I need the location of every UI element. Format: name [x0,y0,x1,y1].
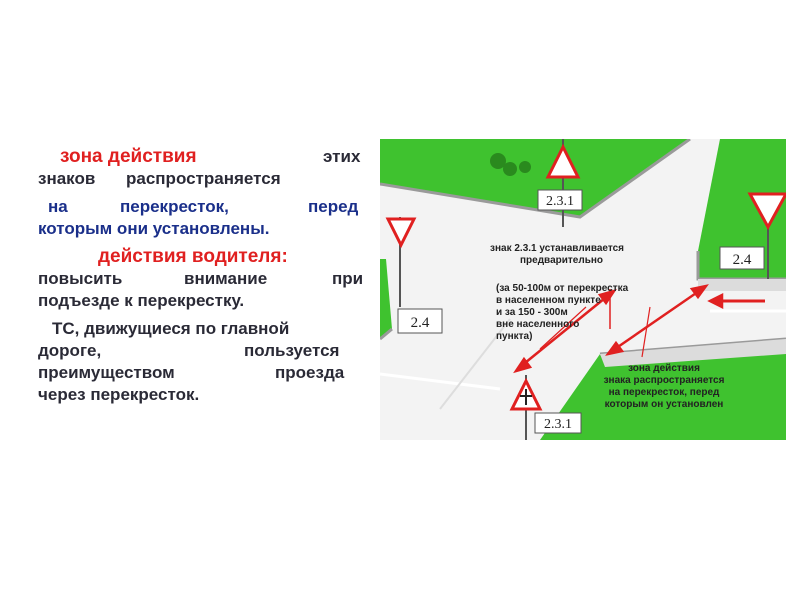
text-word: при [332,269,364,288]
note-line: на перекресток, перед [609,387,720,398]
text-word: внимание [184,269,268,288]
note-line: которым он установлен [605,399,724,410]
driver-actions-heading: действия водителя: [98,246,288,267]
bush-icon [519,161,531,173]
yield-sign-icon [747,192,786,231]
note-line: и за 150 - 300м [496,307,568,318]
warning-sign-icon [545,143,581,179]
intersection-illustration: 2.3.1 2.4 2.4 2.3.1 [380,139,786,440]
sidewalk-right [698,279,786,291]
note-line: знак 2.3.1 устанавливается [490,243,624,254]
grass-left [380,259,392,339]
text-line: через перекресток. [38,385,200,404]
arrowhead [605,340,625,356]
sign-label-2-4: 2.4 [411,315,430,331]
grass-top-right [698,139,786,279]
sign-label-2-3-1: 2.3.1 [544,417,572,432]
lane-mark [439,318,511,410]
sign-label-2-3-1: 2.3.1 [546,194,574,209]
arrow-line [519,293,611,368]
text-line: подъезде к перекрестку. [38,291,245,310]
curb-left [380,327,393,341]
text-word: перекресток, [120,197,229,216]
arrow-line [611,287,703,353]
bush-icon [490,153,506,169]
arrowhead [513,356,533,374]
yield-sign-icon [385,217,417,249]
sign-label-2-4: 2.4 [733,252,752,268]
zone-heading: зона действия [60,146,197,167]
pointer-line [539,306,587,350]
note-line: вне населенного [496,319,579,330]
sign-plate [397,308,443,334]
text-word: дороге, [38,341,102,360]
arrowhead [689,284,709,300]
grass-top-left [380,139,690,217]
text-word: преимуществом [38,363,175,382]
text-word: этих [323,147,361,166]
bush-icon [503,162,517,176]
grass-bottom-right [540,339,786,440]
note-line: предварительно [520,255,603,266]
note-line: в населенном пункте [496,295,601,306]
distance-arrows [513,284,765,374]
text-word: повысить [38,269,123,288]
note-bottom: зона действия знака распространяется на … [604,363,725,410]
note-line: знака распространяется [604,375,725,386]
text-word: перед [308,197,359,216]
text-word: на [48,197,68,216]
explanation-text: зона действия этих знаков распространяет… [38,146,372,406]
text-word: знаков [38,169,96,188]
note-top: знак 2.3.1 устанавливается предварительн… [490,243,629,342]
sign-plate [719,246,765,270]
text-word: проезда [275,363,345,382]
text-word: пользуется [244,341,340,360]
text-word: распространяется [126,169,281,188]
note-line: зона действия [628,363,700,374]
note-line: пункта) [496,331,532,342]
curb-top-left [380,139,691,219]
sidewalk-bottom-right [600,339,786,367]
sign-plate [537,189,583,211]
pointer-line [641,306,651,358]
note-line: (за 50-100м от перекрестка [496,283,629,294]
lane-mark [380,372,501,391]
text-line: ТС, движущиеся по главной [52,319,290,338]
text-line: которым они установлены. [38,219,270,238]
sign-plate [534,412,582,434]
arrowhead [707,292,724,310]
